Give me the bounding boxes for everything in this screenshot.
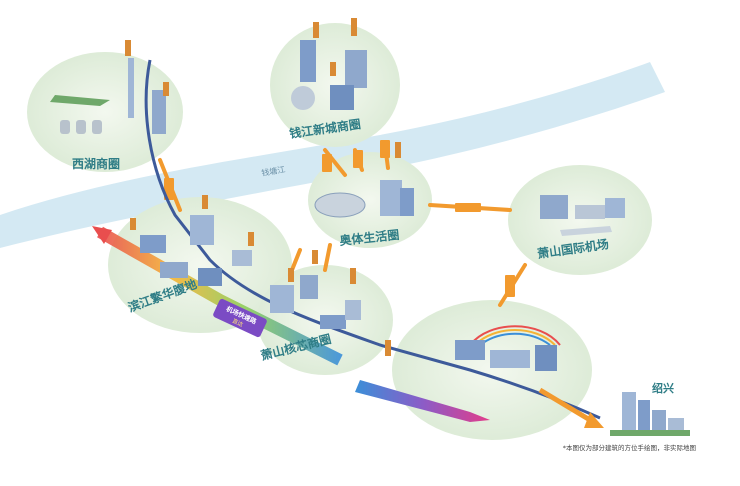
zone-label-aoti: 奥体生活圈 [339,227,400,248]
buildings-aoti [314,180,414,218]
zone-airport [508,165,652,275]
expressway-arrowhead [92,226,112,244]
footnote: *本图仅为部分建筑的方位手绘图，非实际地图 [562,444,696,452]
buildings-binjiang [140,215,252,286]
buildings-qianjiang [291,40,367,110]
river-label: 钱塘江 [261,164,286,178]
high-speed-train [355,380,490,422]
landmark-flags [125,18,401,356]
destination-label: 绍兴 [652,381,674,395]
zone-binjiang [108,197,292,333]
connector-tags [164,140,515,297]
buildings-xihu [50,58,166,134]
river [0,62,665,248]
zone-xiaoshan-south [392,300,592,440]
zone-aoti [308,152,432,248]
buildings-xiaoshan [270,275,361,329]
zone-xihu [27,52,183,172]
buildings-xiaoshan-south [455,325,561,371]
zone-label-xihu: 西湖商圈 [72,156,120,171]
buildings-shaoxing [610,392,690,436]
shaoxing-arrowhead [584,412,604,428]
buildings-airport [540,195,625,236]
shaoxing-arrow [538,387,592,423]
